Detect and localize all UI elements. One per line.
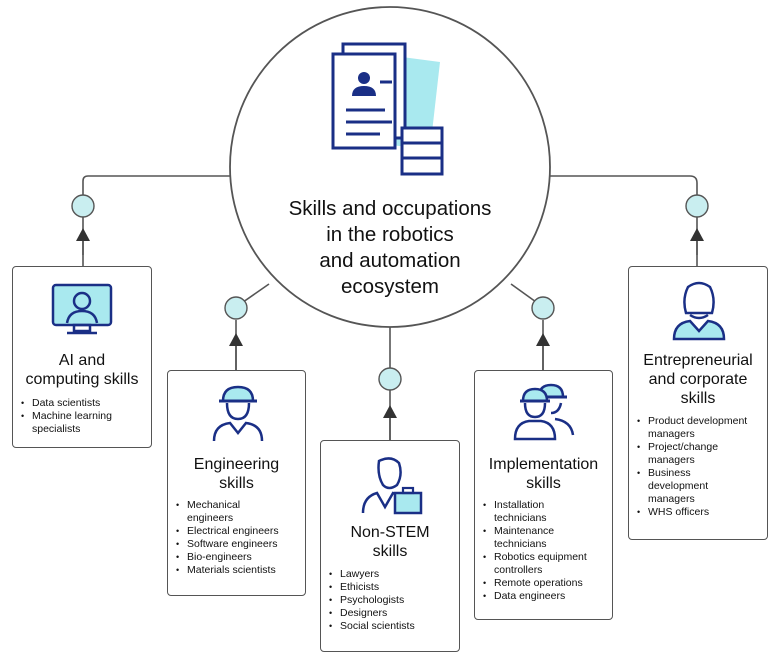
computer-user-icon [51, 283, 113, 335]
list-item: Installation [483, 499, 587, 512]
engineer-hardhat-icon [212, 385, 264, 442]
box-title: Implementation skills [475, 455, 612, 493]
list-item: Materials scientists [176, 564, 279, 577]
skill-list: Product development managers Project/cha… [637, 415, 747, 519]
arrow-up [229, 333, 243, 346]
list-item: specialists [32, 423, 81, 435]
box-title-line: AI and [58, 352, 106, 369]
skill-list: Installation technicians Maintenance tec… [483, 499, 587, 603]
box-title: Entrepreneurial and corporate skills [629, 351, 767, 408]
list-item: Robotics equipment [483, 551, 587, 564]
list-item: Lawyers [329, 568, 415, 581]
box-title-line: skills [372, 543, 408, 560]
skill-list: Data scientists Machine learning special… [21, 397, 112, 436]
list-item: Designers [329, 607, 415, 620]
list-item: Project/change [637, 441, 747, 454]
connector-node [378, 367, 402, 391]
box-title-line: Implementation [488, 456, 599, 473]
connector-node [224, 296, 248, 320]
non-stem-box: Non-STEM skills Lawyers Ethicists Psycho… [320, 440, 460, 652]
entrepreneurial-box: Entrepreneurial and corporate skills Pro… [628, 266, 768, 540]
center-title: Skills and occupations in the robotics a… [250, 196, 530, 300]
woman-user-icon [672, 281, 726, 341]
list-item: Software engineers [176, 538, 279, 551]
list-item: technicians [494, 512, 547, 524]
arrow-up [536, 333, 550, 346]
box-title-line: Entrepreneurial [643, 352, 753, 369]
connector-node [71, 194, 95, 218]
list-item: managers [648, 454, 695, 466]
list-item: Psychologists [329, 594, 415, 607]
center-title-line: Skills and occupations [288, 197, 492, 220]
list-item: Bio-engineers [176, 551, 279, 564]
box-title-line: Non-STEM [350, 524, 430, 541]
list-item: managers [648, 493, 695, 505]
arrow-up [383, 405, 397, 418]
center-circle [229, 6, 551, 328]
list-item: Machine learning [21, 410, 112, 423]
box-title-line: skills [219, 475, 254, 492]
box-title: Engineering skills [168, 455, 305, 493]
list-item: WHS officers [637, 506, 747, 519]
list-item: technicians [494, 538, 547, 550]
center-title-line: ecosystem [341, 275, 439, 298]
connector-node [531, 296, 555, 320]
box-title: Non-STEM skills [321, 523, 459, 561]
arrow-up [690, 228, 704, 241]
list-item: controllers [494, 564, 543, 576]
list-item: Remote operations [483, 577, 587, 590]
workers-team-icon [513, 383, 575, 441]
list-item: Data scientists [21, 397, 112, 410]
list-item: Ethicists [329, 581, 415, 594]
businessperson-briefcase-icon [361, 457, 423, 515]
list-item: Electrical engineers [176, 525, 279, 538]
list-item: Social scientists [329, 620, 415, 633]
box-title-line: skills [526, 475, 561, 492]
box-title: AI and computing skills [13, 351, 151, 389]
list-item: managers [648, 428, 695, 440]
implementation-box: Implementation skills Installation techn… [474, 370, 613, 620]
list-item: Mechanical [176, 499, 279, 512]
arrow-up [76, 228, 90, 241]
box-title-line: computing skills [25, 371, 139, 388]
center-title-line: in the robotics [326, 223, 454, 246]
list-item: Business [637, 467, 747, 480]
list-item: Product development [637, 415, 747, 428]
list-item: Data engineers [483, 590, 587, 603]
connector-node [685, 194, 709, 218]
ai-computing-box: AI and computing skills Data scientists … [12, 266, 152, 448]
skill-list: Mechanical engineers Electrical engineer… [176, 499, 279, 577]
center-title-line: and automation [319, 249, 461, 272]
resume-document-icon [331, 42, 444, 176]
list-item: Maintenance [483, 525, 587, 538]
list-item: development [648, 480, 709, 492]
engineering-box: Engineering skills Mechanical engineers … [167, 370, 306, 596]
box-title-line: skills [680, 390, 716, 407]
list-item: engineers [187, 512, 234, 524]
box-title-line: Engineering [193, 456, 280, 473]
skill-list: Lawyers Ethicists Psychologists Designer… [329, 568, 415, 633]
box-title-line: and corporate [648, 371, 748, 388]
